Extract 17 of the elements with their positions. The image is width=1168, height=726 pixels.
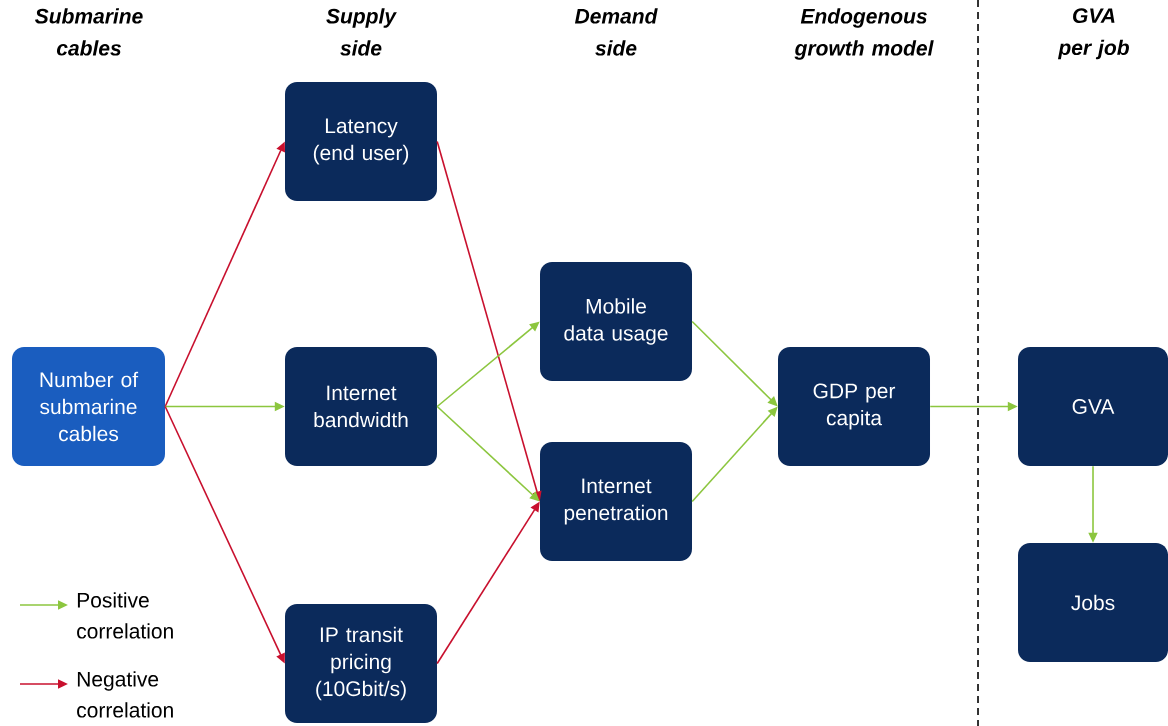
process-box: Internet bandwidth	[285, 347, 437, 466]
process-box: Mobile data usage	[540, 262, 692, 381]
process-box: Internet penetration	[540, 442, 692, 561]
column-heading: Endogenous growth model	[794, 8, 934, 60]
arrow	[436, 321, 540, 408]
process-box: GVA	[1018, 347, 1168, 466]
process-box: Latency (end user)	[285, 82, 437, 201]
process-box: Number of submarine cables	[12, 347, 165, 466]
column-heading: GVA per job	[1057, 8, 1129, 60]
process-box: IP transit pricing (10Gbit/s)	[285, 604, 437, 723]
legend-text: Negative correlation	[77, 671, 173, 718]
column-heading: Submarine cables	[35, 8, 143, 56]
process-box: Jobs	[1018, 543, 1168, 662]
column-heading: Supply side	[326, 8, 397, 56]
column-heading: Demand side	[574, 8, 658, 56]
process-box: GDP per capita	[778, 347, 930, 466]
legend-text: Positive correlation	[77, 592, 173, 639]
